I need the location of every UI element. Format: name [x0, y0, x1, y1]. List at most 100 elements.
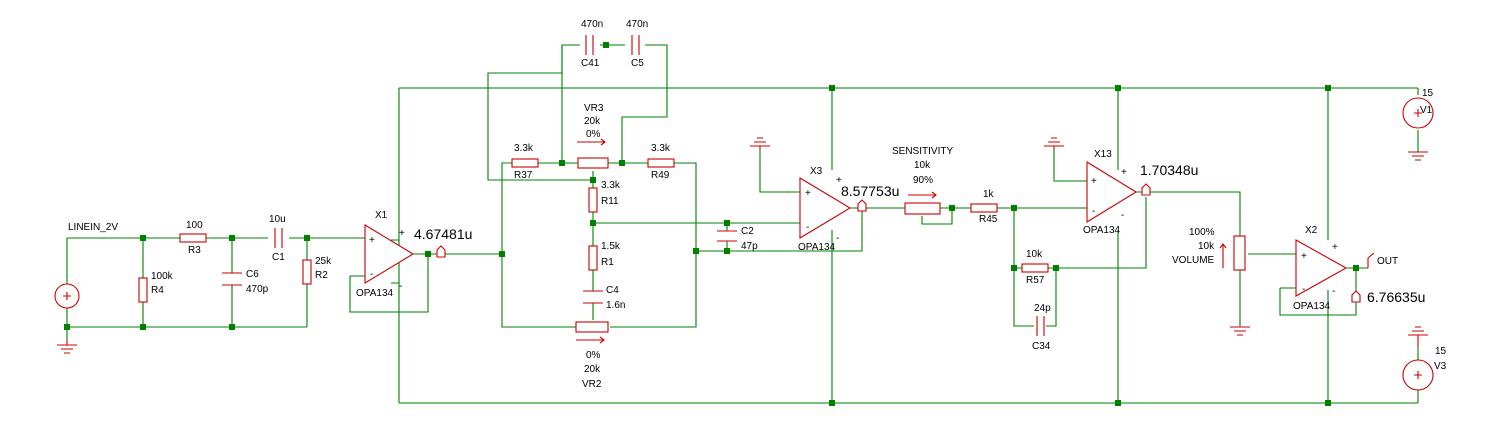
resistor-r37: 3.3k R37 [511, 143, 539, 181]
x3-model: OPA134 [798, 242, 835, 253]
resistor-r3: 100 R3 [179, 220, 207, 256]
c41-value: 470n [581, 19, 603, 30]
r49-ref: R49 [651, 170, 670, 181]
c41-ref: C41 [581, 58, 600, 69]
resistor-r4: 100k R4 [138, 271, 174, 303]
x3-vminus-sign: - [836, 233, 839, 244]
r57-value: 10k [1026, 249, 1043, 260]
c6-ref: C6 [246, 269, 259, 280]
capacitor-c41: 470n C41 [581, 19, 603, 69]
c2-ref: C2 [741, 226, 754, 237]
ground-symbol [57, 340, 77, 354]
x2-ref: X2 [1305, 225, 1318, 236]
r37-value: 3.3k [514, 143, 534, 154]
c1-ref: C1 [272, 252, 285, 263]
x13-vminus-sign: - [1121, 210, 1124, 221]
opamp-x1: + - + - X1 OPA134 [356, 210, 415, 299]
potentiometer-sensitivity: SENSITIVITY 10k 90% [892, 146, 953, 215]
r2-ref: R2 [315, 270, 328, 281]
x13-model: OPA134 [1083, 225, 1120, 236]
c1-value: 10u [269, 214, 286, 225]
r37-ref: R37 [514, 170, 533, 181]
probe-x3-output: 8.57753u [841, 183, 899, 212]
x13-plus-sign: + [1091, 176, 1097, 187]
capacitor-c34: 24p C34 [1032, 303, 1051, 352]
resistor-r1: 1.5k R1 [588, 241, 621, 271]
ground-symbol-v1 [1408, 151, 1428, 161]
x3-plus-sign: + [805, 188, 811, 199]
r45-value: 1k [983, 189, 995, 200]
x1-ref: X1 [375, 210, 388, 221]
potentiometer-volume: 100% 10k VOLUME [1172, 227, 1246, 271]
r57-ref: R57 [1026, 275, 1045, 286]
v3-ref: V3 [1434, 361, 1447, 372]
v1-value: 15 [1422, 88, 1434, 99]
c6-value: 470p [246, 284, 269, 295]
x2-plus-sign: + [1301, 251, 1307, 262]
c4-ref: C4 [606, 285, 619, 296]
x3-probe-value: 8.57753u [841, 183, 899, 199]
input-voltage-source: LINEIN_2V [54, 222, 118, 309]
r3-ref: R3 [188, 245, 201, 256]
opamp-x3: + - + - X3 OPA134 [798, 166, 852, 253]
potentiometer-vr2: 0% 20k VR2 [575, 321, 609, 390]
potentiometer-vr3: VR3 20k 0% [577, 103, 609, 169]
output-terminal: OUT [1367, 252, 1398, 268]
x13-probe-value: 1.70348u [1140, 162, 1198, 178]
x13-ref: X13 [1094, 149, 1112, 160]
voltage-source-v3: 15 V3 [1402, 346, 1447, 391]
resistor-r57: 10k R57 [1021, 249, 1049, 286]
x1-minus-sign: - [370, 269, 373, 280]
ground-symbol-x3 [750, 137, 770, 150]
capacitor-c4: C4 1.6n [583, 285, 625, 311]
r4-value: 100k [151, 271, 174, 282]
c4-value: 1.6n [606, 300, 625, 311]
r1-value: 1.5k [601, 241, 621, 252]
v1-ref: V1 [1420, 105, 1433, 116]
x13-minus-sign: - [1092, 206, 1095, 217]
x3-vplus-sign: + [836, 175, 842, 186]
opamp-x2: + - + - X2 OPA134 [1293, 225, 1348, 312]
junctions [64, 42, 1359, 406]
x1-model: OPA134 [356, 288, 393, 299]
r11-value: 3.3k [601, 180, 621, 191]
r2-value: 25k [315, 256, 332, 267]
sensitivity-setting: 90% [913, 175, 933, 186]
r1-ref: R1 [601, 257, 614, 268]
x1-vplus-sign: + [399, 228, 405, 239]
opamp-x13: + - + - X13 OPA134 [1083, 149, 1138, 236]
vr3-ref: VR3 [584, 103, 604, 114]
wires [66, 44, 1419, 404]
sensitivity-value: 10k [914, 160, 931, 171]
resistor-r49: 3.3k R49 [647, 143, 675, 181]
resistor-r45: 1k R45 [970, 189, 998, 225]
probe-x1-output: 4.67481u [414, 226, 472, 258]
r49-value: 3.3k [651, 143, 671, 154]
x2-minus-sign: - [1302, 284, 1305, 295]
source-label: LINEIN_2V [68, 222, 118, 233]
capacitor-c1: 10u C1 [269, 214, 286, 263]
r45-ref: R45 [979, 214, 998, 225]
probe-x2-output: 6.76635u [1351, 289, 1425, 305]
capacitor-c2: C2 47p [717, 226, 758, 252]
v3-value: 15 [1435, 346, 1447, 357]
capacitor-c6: C6 470p [222, 269, 269, 295]
x2-probe-value: 6.76635u [1367, 289, 1425, 305]
ground-symbol-x13 [1044, 137, 1064, 150]
volume-ref: VOLUME [1172, 255, 1215, 266]
c5-ref: C5 [631, 58, 644, 69]
x1-vminus-sign: - [399, 281, 402, 292]
c5-value: 470n [626, 19, 648, 30]
volume-value: 10k [1198, 241, 1215, 252]
x2-vplus-sign: + [1332, 242, 1338, 253]
ground-symbol-volume [1230, 326, 1250, 336]
capacitor-c5: 470n C5 [626, 19, 648, 69]
x3-ref: X3 [810, 166, 823, 177]
sensitivity-ref: SENSITIVITY [892, 146, 953, 157]
x13-vplus-sign: + [1121, 167, 1127, 178]
x1-probe-value: 4.67481u [414, 226, 472, 242]
r4-ref: R4 [151, 285, 164, 296]
vr3-setting: 0% [586, 129, 601, 140]
output-label: OUT [1377, 256, 1398, 267]
